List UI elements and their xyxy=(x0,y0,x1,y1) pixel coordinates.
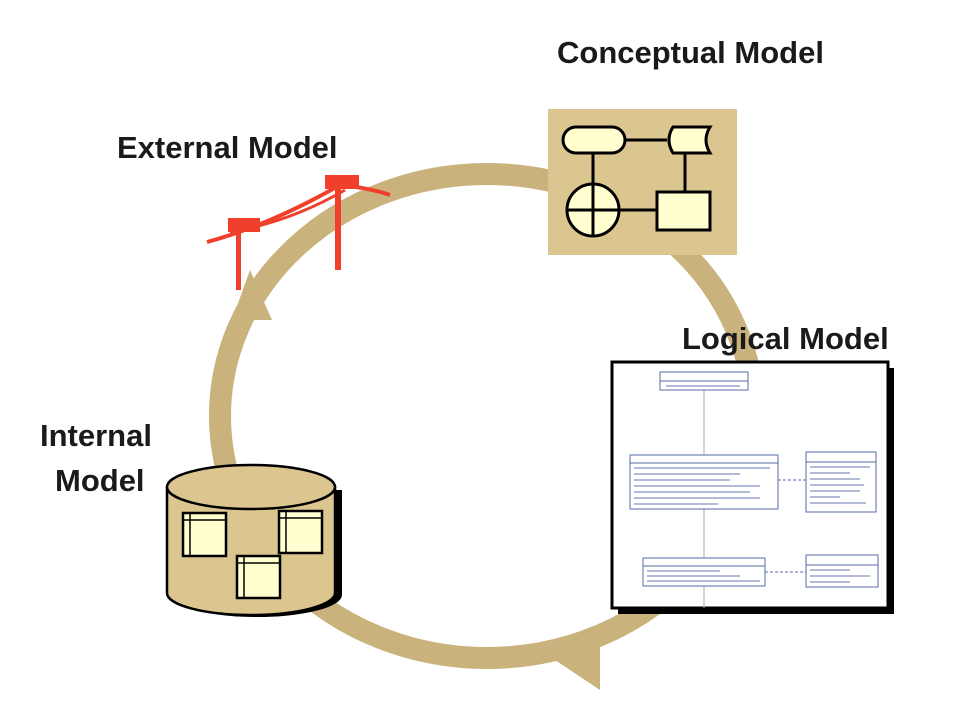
bridge-icon xyxy=(206,175,391,290)
arrow-up-icon xyxy=(232,270,272,320)
external-model-label: External Model xyxy=(117,130,338,165)
arrow-left-icon xyxy=(555,640,600,690)
logical-model-label: Logical Model xyxy=(682,321,889,356)
conceptual-model-label: Conceptual Model xyxy=(557,35,824,70)
erd-diagram-icon xyxy=(548,109,737,255)
internal-model-label-line1: Internal xyxy=(40,418,152,453)
database-cylinder-icon xyxy=(165,463,342,617)
internal-model-label-line2: Model xyxy=(55,463,145,498)
uml-class-diagram-icon xyxy=(610,360,894,614)
